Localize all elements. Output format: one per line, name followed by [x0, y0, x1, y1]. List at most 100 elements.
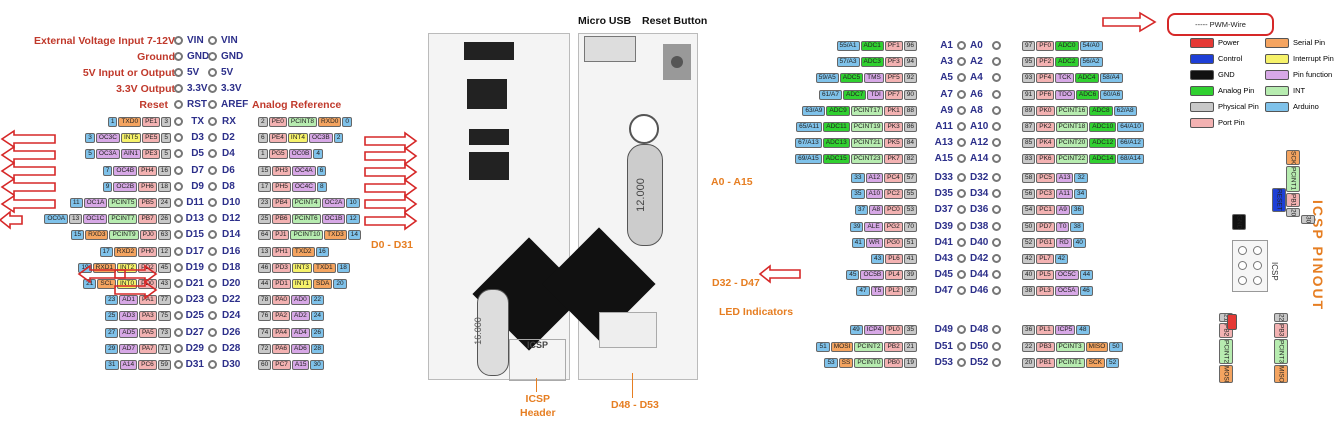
- right-row-tag: ADC14: [1089, 154, 1117, 165]
- left-row-tag: 17: [99, 246, 113, 257]
- right-row-tag: PC3: [1036, 189, 1055, 200]
- right-row2-tag: SS: [838, 358, 854, 368]
- legend-label: GND: [1218, 70, 1235, 79]
- left-row-hole: [208, 117, 217, 126]
- icsp-pointer: [536, 378, 537, 392]
- left-row-hole: [208, 360, 217, 369]
- left-row-hole: [174, 311, 183, 321]
- right-row-hole: [957, 254, 966, 263]
- right-row-hole: [992, 286, 1001, 296]
- left-row-tag: OC3A: [95, 149, 120, 160]
- left-row-tag: AD3: [119, 311, 138, 322]
- right-row-tag: 36: [1070, 205, 1085, 216]
- left-row-tag: PA3: [138, 311, 157, 322]
- right-row-tag: 94: [903, 57, 917, 68]
- left-row-tag: 16: [315, 246, 329, 257]
- right-row-tag: 57/A3: [836, 57, 860, 68]
- power-pin-3.3v: 3.3V: [187, 83, 208, 94]
- right-row-tag: PL2: [885, 286, 903, 297]
- right-row-tag: PL6: [885, 254, 903, 264]
- right-row-tag: 69/A15: [795, 154, 822, 165]
- right-row-tag: PC5: [1036, 173, 1055, 183]
- left-row-tag: INT0: [117, 279, 138, 289]
- right-row-tag: OC5B: [860, 270, 885, 281]
- right-row-pin-d45: D45: [934, 269, 953, 281]
- left-row-tag: 20: [333, 279, 347, 289]
- icsp-sck-tags-tag: SCK: [1285, 150, 1300, 166]
- icsp-pinout-title: ICSP PINOUT: [1310, 200, 1326, 312]
- left-row-tag: PCINT7: [108, 214, 138, 225]
- mount-hole: [629, 114, 659, 144]
- right-row-tag: 50: [1022, 221, 1036, 232]
- left-row-tag: PA7: [138, 343, 157, 354]
- label-reset-button: Reset Button: [642, 15, 708, 27]
- left-row-tag: 13: [258, 246, 272, 257]
- left-row-tag: PA5: [138, 327, 157, 338]
- right-row-pin-a11: A11: [935, 121, 953, 132]
- legend-label: Control: [1218, 54, 1243, 63]
- right-row-tag: ADC2: [1055, 57, 1079, 68]
- left-row-tag: INT5: [120, 133, 142, 144]
- legend-analog-pin: Analog Pin: [1190, 86, 1254, 97]
- icsp-pin-1: [1238, 246, 1247, 255]
- right-row-tag: 38: [1070, 221, 1084, 232]
- right-row-tag: PK0: [1036, 105, 1055, 116]
- left-row-tag: 27: [105, 327, 119, 338]
- left-row-tag: TXD1: [312, 262, 336, 273]
- right-row-tag: 96: [903, 41, 917, 51]
- right-row-tag: ADC12: [1089, 138, 1117, 149]
- right-row-tag: ADC15: [822, 154, 850, 165]
- left-row-pin-d15: D15: [185, 229, 204, 241]
- left-row-tag: PB4: [272, 198, 291, 208]
- right-row-tag: 88: [903, 105, 917, 116]
- right-row-pin-a14: A14: [970, 153, 989, 165]
- right-row-tag: 47: [856, 286, 870, 297]
- left-row-tag: OC1B: [321, 214, 346, 225]
- right-row-tag: 56: [1022, 189, 1036, 200]
- right-row-hole: [957, 57, 966, 67]
- usb-connector: [584, 36, 636, 62]
- left-row-tag: TXD0: [118, 117, 142, 127]
- right-row-tag: 85: [1022, 138, 1036, 149]
- arrow-d2: [364, 131, 418, 151]
- icsp-board-label: ICSP: [526, 340, 548, 350]
- icsp-reset-tags: RESET: [1266, 188, 1287, 213]
- left-row-pin-d12: D12: [222, 213, 241, 225]
- right-row-tag: PF3: [884, 57, 903, 68]
- right-row-pin-a12: A12: [970, 137, 989, 149]
- right-row-tag: PF2: [1036, 57, 1055, 68]
- left-row-tag: AIN1: [120, 149, 142, 160]
- reset-button[interactable]: [663, 44, 691, 80]
- left-row-tag: AD6: [291, 343, 310, 354]
- right-row-tag: 58: [1022, 173, 1036, 183]
- label-reset: Reset: [139, 99, 168, 111]
- left-row-pin-d20: D20: [222, 278, 241, 289]
- right-row-tag: PF7: [884, 89, 903, 100]
- left-row-tag: SCL: [97, 279, 117, 289]
- left-row-tag: PCINT6: [291, 214, 321, 225]
- d48-pointer: [632, 373, 633, 398]
- left-row-hole: [208, 311, 217, 321]
- right-row-tag: PCINT17: [850, 105, 884, 116]
- right-row-tag: 60/A6: [1100, 89, 1124, 100]
- board-left-half: 16.000 ICSP: [428, 33, 586, 381]
- icsp-gnd-tags-tag: GND: [1231, 214, 1246, 231]
- led-indicators: [599, 312, 657, 348]
- right-row-tag: PCINT21: [850, 138, 884, 149]
- icsp-pin-6: [1253, 276, 1262, 285]
- icsp-miso-tags-tag: PB3: [1273, 323, 1288, 338]
- icsp-sck-tags-tag: PCINT1: [1285, 166, 1300, 192]
- label-d48-d53: D48 - D53: [611, 399, 659, 411]
- left-row-hole: [174, 181, 183, 191]
- right-row-pin-a8: A8: [970, 104, 983, 116]
- right-row-hole: [992, 237, 1001, 247]
